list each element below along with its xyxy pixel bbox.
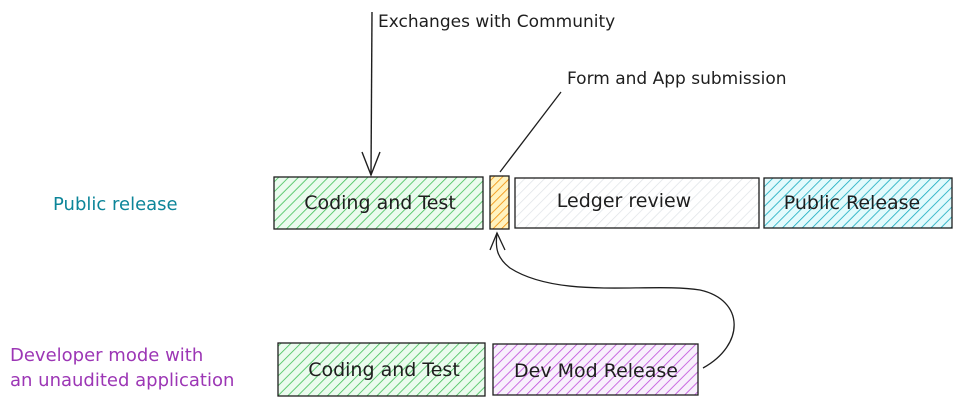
- exchanges-with-community-label: Exchanges with Community: [378, 12, 615, 32]
- public-coding-and-test-label: Coding and Test: [304, 192, 456, 214]
- dev-to-submission-arrow: [489, 231, 735, 369]
- dev-mod-release-box: Dev Mod Release: [492, 343, 699, 396]
- public-release-box: Public Release: [763, 177, 953, 229]
- dev-coding-and-test-label: Coding and Test: [308, 359, 460, 381]
- public-coding-and-test-box: Coding and Test: [273, 176, 484, 230]
- form-and-app-submission-box: [489, 175, 510, 230]
- submission-pointer-line: [499, 91, 562, 173]
- developer-mode-row-label-line2: an unaudited application: [10, 370, 234, 391]
- dev-mod-release-label: Dev Mod Release: [514, 360, 678, 382]
- ledger-review-label: Ledger review: [557, 190, 691, 212]
- public-release-row-label: Public release: [53, 194, 178, 215]
- public-release-label: Public Release: [784, 192, 921, 214]
- ledger-review-box: Ledger review: [514, 177, 760, 229]
- exchanges-arrow: [361, 11, 381, 177]
- form-and-app-submission-label: Form and App submission: [567, 69, 787, 89]
- developer-mode-row-label-line1: Developer mode with: [10, 345, 203, 366]
- dev-coding-and-test-box: Coding and Test: [277, 342, 486, 397]
